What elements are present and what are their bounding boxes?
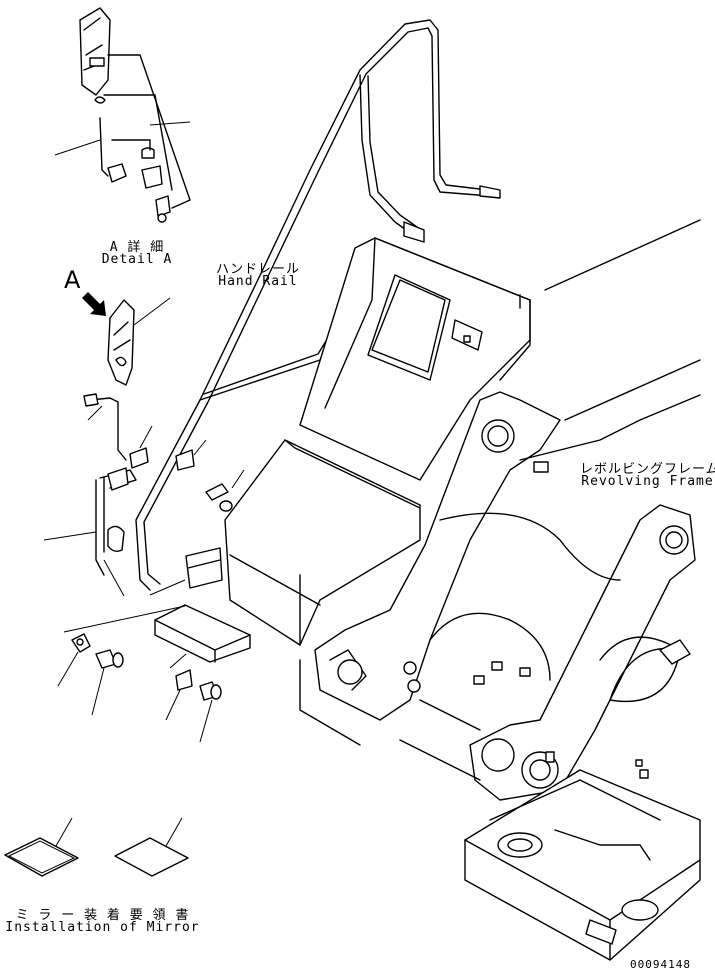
hand-rail-label-en: Hand Rail: [218, 274, 298, 289]
view-marker-a: A: [64, 266, 82, 294]
loose-parts: [57, 605, 222, 743]
detail-a-label-en: Detail A: [101, 252, 173, 267]
drawing-number: 00094148: [630, 958, 691, 971]
revolving-frame-label-jp: レボルビングフレーム: [580, 462, 715, 477]
operator-console-body: [154, 237, 531, 746]
mirror-install-label-en: Installation of Mirror: [5, 920, 200, 935]
mirror-install-label-jp: ミ ラ ー 装 着 要 領 書: [15, 908, 190, 923]
installation-sheets: [4, 817, 189, 877]
hand-rail: [135, 19, 501, 591]
view-arrow-a: [82, 292, 106, 316]
rail-clamps: [149, 439, 245, 596]
hand-rail-label-jp: ハンドレール: [215, 262, 300, 277]
revolving-frame: [314, 219, 701, 961]
detail-a-label-jp: A 詳 細: [109, 240, 165, 255]
revolving-frame-label-en: Revolving Frame: [581, 474, 714, 489]
mirror-stay-rods: [43, 393, 153, 597]
mirror-assembly: [107, 297, 171, 386]
detail-a-mirror-bracket: [54, 7, 191, 223]
